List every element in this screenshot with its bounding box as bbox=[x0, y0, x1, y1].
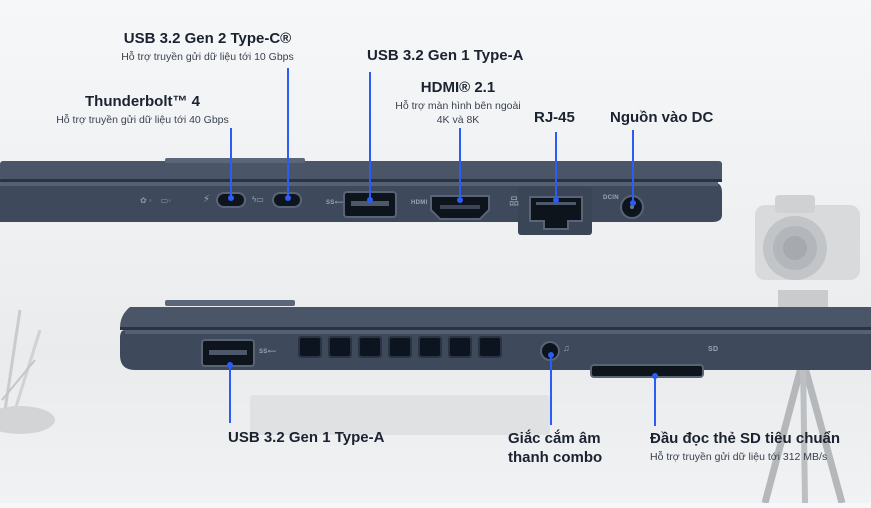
callout-line-usb-a-top bbox=[369, 72, 371, 200]
callout-line-usb-c bbox=[287, 68, 289, 198]
label-usb-c-gen2: USB 3.2 Gen 2 Type-C® Hỗ trợ truyền gửi … bbox=[121, 30, 294, 63]
usb-ss-icon-bottom: SS⟵ bbox=[259, 349, 277, 355]
callout-line-usb-a-bottom bbox=[229, 365, 231, 423]
vent-slot bbox=[448, 336, 472, 358]
sd-card-icon: SD bbox=[708, 346, 719, 353]
vent-slot bbox=[298, 336, 322, 358]
thunderbolt-icon: ⚡ bbox=[203, 194, 211, 205]
callout-line-hdmi bbox=[459, 128, 461, 200]
usb-a-port-top bbox=[345, 193, 395, 216]
callout-dot-hdmi bbox=[457, 197, 463, 203]
dc-in-port bbox=[622, 197, 642, 217]
network-icon: 品 bbox=[509, 197, 519, 208]
callout-dot-thunderbolt bbox=[228, 195, 234, 201]
vent-slot bbox=[328, 336, 352, 358]
background-table bbox=[250, 395, 550, 435]
dc-in-icon: DCIN bbox=[603, 195, 619, 201]
usb-ss-icon: SS⟵ bbox=[326, 200, 344, 206]
hdmi-port bbox=[430, 194, 490, 221]
usb-a-port-bottom bbox=[203, 341, 253, 365]
label-hdmi: HDMI® 2.1 Hỗ trợ màn hình bên ngoài 4K v… bbox=[395, 79, 521, 126]
callout-line-thunderbolt bbox=[230, 128, 232, 198]
callout-dot-rj45 bbox=[553, 197, 559, 203]
callout-dot-usb-c bbox=[285, 195, 291, 201]
background-camera bbox=[735, 190, 865, 300]
label-sd-reader: Đầu đọc thẻ SD tiêu chuẩn Hỗ trợ truyền … bbox=[650, 430, 841, 463]
vent-slot bbox=[388, 336, 412, 358]
label-thunderbolt: Thunderbolt™ 4 Hỗ trợ truyền gửi dữ liệu… bbox=[56, 93, 229, 126]
callout-line-rj45 bbox=[555, 132, 557, 200]
callout-line-dc-in bbox=[632, 130, 634, 202]
headphone-icon: ♫ bbox=[563, 343, 570, 353]
callout-dot-usb-a-top bbox=[367, 197, 373, 203]
label-usb-a-top: USB 3.2 Gen 1 Type-A bbox=[367, 47, 524, 64]
callout-dot-dc-in bbox=[630, 200, 636, 206]
label-rj45: RJ-45 bbox=[534, 109, 575, 126]
sd-card-reader bbox=[592, 366, 702, 376]
callout-line-audio bbox=[550, 355, 552, 425]
vent-slot bbox=[358, 336, 382, 358]
audio-jack-port bbox=[542, 343, 558, 359]
vent-slot bbox=[478, 336, 502, 358]
background-lamp bbox=[0, 375, 60, 435]
hdmi-icon: HDMI bbox=[411, 200, 428, 206]
label-dc-in: Nguồn vào DC bbox=[610, 109, 714, 126]
rj45-port bbox=[528, 195, 584, 231]
background-plant bbox=[0, 290, 60, 411]
background-tripod bbox=[750, 290, 860, 504]
usb-c-glyph-icon: ϟ▭ bbox=[252, 195, 264, 204]
label-audio-jack: Giắc cắm âm thanh combo bbox=[508, 430, 603, 466]
label-usb-a-bottom: USB 3.2 Gen 1 Type-A bbox=[228, 429, 385, 446]
callout-line-sd bbox=[654, 376, 656, 426]
vent-slot bbox=[418, 336, 442, 358]
indicator-lights: ✿ ◦ ▭◦ bbox=[140, 196, 172, 205]
